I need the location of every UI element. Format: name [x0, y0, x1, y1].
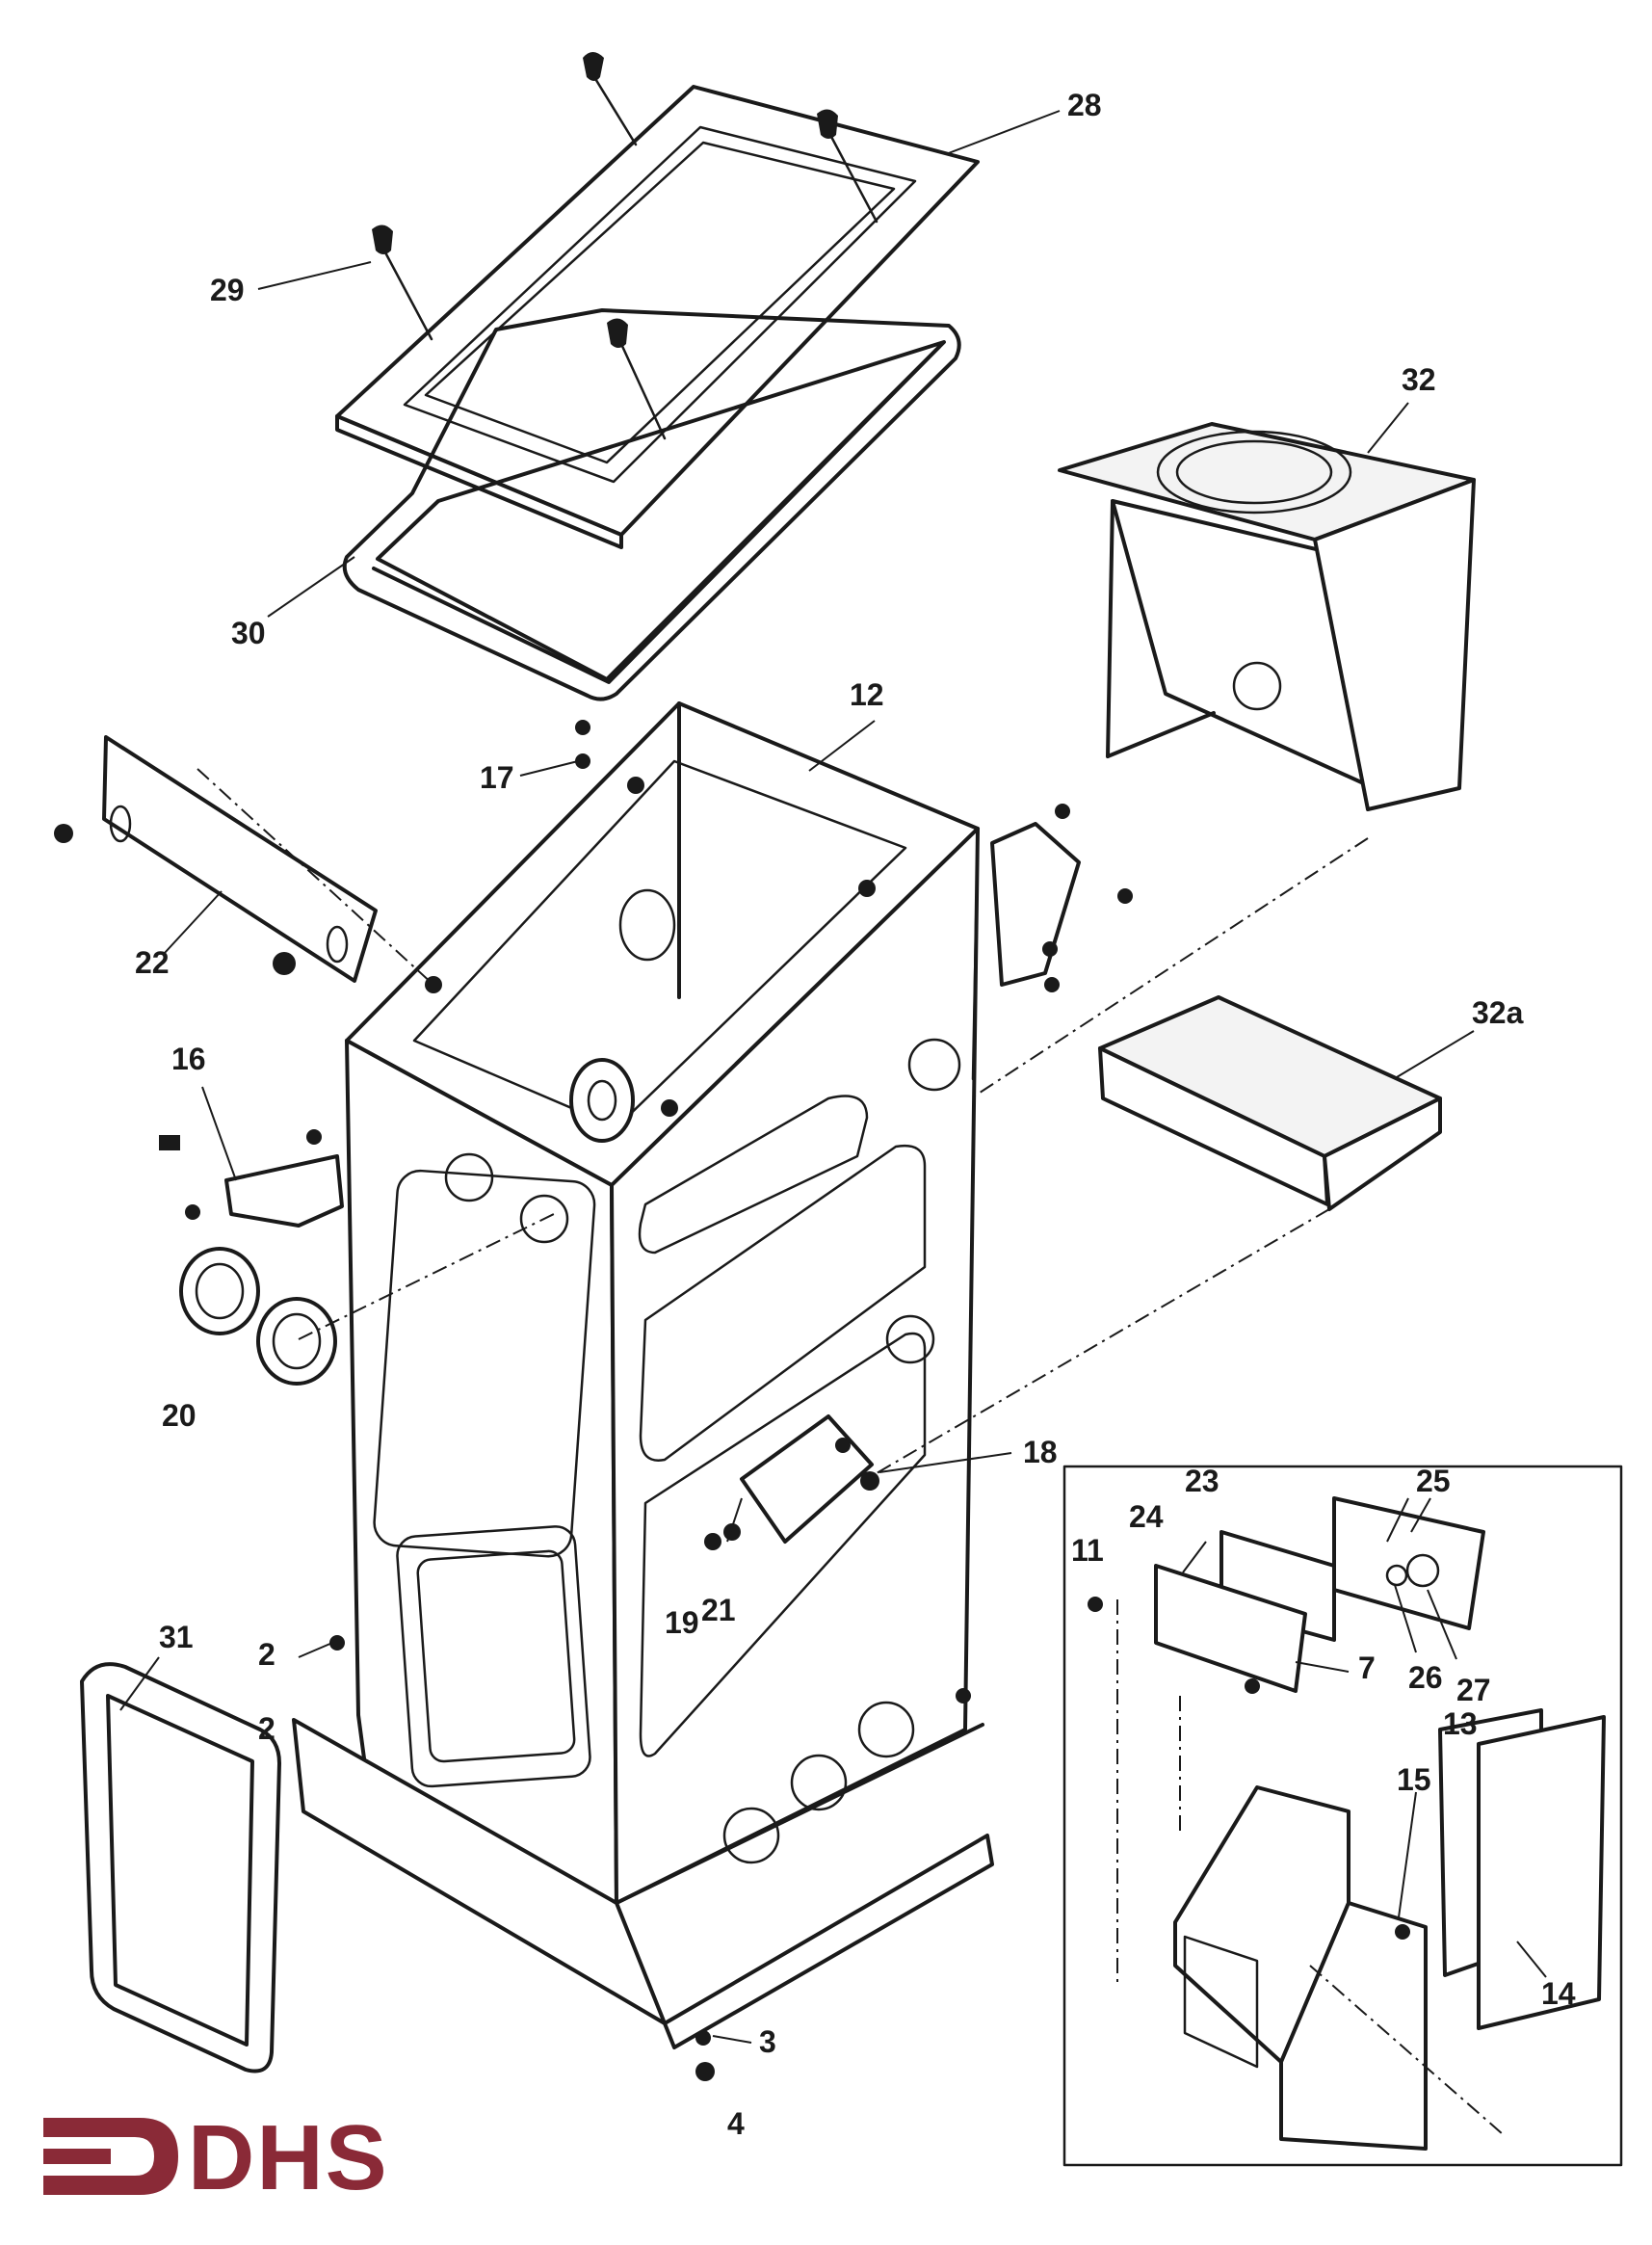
callout-11: 11 [1071, 1533, 1104, 1568]
callout-26: 26 [1408, 1660, 1443, 1695]
part-22-side-panel [54, 735, 378, 983]
part-20-rings [179, 1247, 337, 1386]
logo-text: DHS [188, 2106, 389, 2209]
callout-14: 14 [1541, 1976, 1576, 2011]
callout-13: 13 [1443, 1706, 1478, 1741]
thumb-screw-icon [817, 109, 878, 224]
part-30-gasket [342, 308, 961, 701]
callout-28: 28 [1067, 88, 1102, 122]
part-31-gasket [80, 1662, 281, 2073]
callout-2-lower: 2 [258, 1711, 275, 1746]
callout-12: 12 [850, 677, 884, 712]
part-18-bracket [740, 1414, 879, 1544]
callout-30: 30 [231, 616, 266, 650]
hardware-bolts [329, 720, 971, 2081]
callout-18: 18 [1023, 1435, 1058, 1469]
part-32-hood [1058, 422, 1476, 811]
callout-20: 20 [162, 1398, 197, 1433]
arrow-bracket-icon [43, 2118, 178, 2195]
callout-15: 15 [1397, 1762, 1431, 1797]
alignment-lines [197, 768, 1504, 2135]
part-16-bracket [159, 1129, 344, 1228]
callout-2-upper: 2 [258, 1637, 275, 1672]
callout-32: 32 [1402, 362, 1436, 397]
callout-31: 31 [159, 1620, 194, 1654]
thumb-screw-icon [607, 318, 667, 440]
callout-25: 25 [1416, 1464, 1451, 1498]
inset-detail-box [1062, 1465, 1623, 2167]
callout-22: 22 [135, 945, 170, 980]
callout-19: 19 [665, 1605, 699, 1640]
callout-29: 29 [210, 273, 245, 307]
side-bracket [990, 804, 1133, 992]
callout-16: 16 [171, 1042, 206, 1076]
callout-17: 17 [480, 760, 514, 795]
thumb-screw-icon [583, 52, 638, 146]
leader-lines [119, 110, 1547, 2044]
dhs-logo: DHS [43, 2106, 389, 2209]
callout-7: 7 [1358, 1651, 1376, 1685]
part-12-main-body [292, 701, 994, 2049]
part-28-top-frame [335, 52, 980, 549]
thumb-screw-icon [372, 224, 433, 341]
part-32a-tray [1098, 995, 1442, 1211]
callout-32a: 32a [1472, 995, 1524, 1030]
callout-4: 4 [727, 2106, 745, 2141]
callout-27: 27 [1456, 1673, 1491, 1707]
callout-21: 21 [701, 1593, 736, 1627]
callout-3: 3 [759, 2024, 776, 2059]
callout-labels: 28 29 30 32 12 17 22 32a 16 20 18 23 25 … [135, 88, 1576, 2141]
callout-24: 24 [1129, 1499, 1164, 1534]
callout-23: 23 [1185, 1464, 1219, 1498]
